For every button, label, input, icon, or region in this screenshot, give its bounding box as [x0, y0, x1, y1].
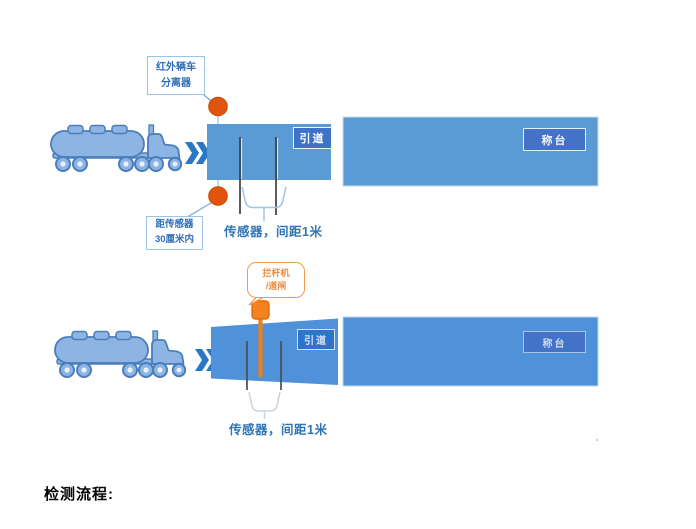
- infrared-separator-callout: 红外辆车 分离器: [147, 56, 205, 95]
- stray-mark: [595, 438, 599, 442]
- truck-icon-bottom: [54, 330, 187, 378]
- distance-callout-line2: 30厘米内: [154, 234, 195, 245]
- infrared-callout-line1: 红外辆车: [156, 62, 196, 73]
- section-heading: 检测流程:: [44, 486, 114, 503]
- distance-sensor-callout: 距传感器 30厘米内: [146, 216, 203, 250]
- barrier-callout-line1: 拦杆机: [262, 267, 290, 278]
- truck-icon-top: [50, 124, 183, 172]
- barrier-callout-line2: /道闸: [265, 281, 287, 291]
- sensor-spacing-brace-bottom: [248, 391, 281, 412]
- barrier-arm-head: [251, 300, 270, 320]
- forward-chevrons-icon-top: [185, 142, 210, 164]
- ramp-label-top: 引道: [293, 127, 332, 149]
- platform-label-bottom: 称台: [523, 331, 586, 353]
- distance-sensor-dot-icon: [208, 186, 228, 206]
- ramp-label-bottom: 引道: [297, 329, 335, 350]
- sensor-spacing-note-bottom: 传感器，间距1米: [229, 423, 328, 437]
- infrared-callout-line2: 分离器: [161, 77, 191, 89]
- platform-label-top: 称台: [523, 128, 586, 151]
- sensor-spacing-brace-top: [241, 186, 287, 209]
- barrier-gate-callout: 拦杆机 /道闸: [247, 262, 305, 298]
- infrared-sensor-dot-icon: [208, 96, 228, 117]
- sensor-spacing-note-top: 传感器，间距1米: [224, 225, 323, 239]
- distance-callout-line1: 距传感器: [155, 219, 194, 231]
